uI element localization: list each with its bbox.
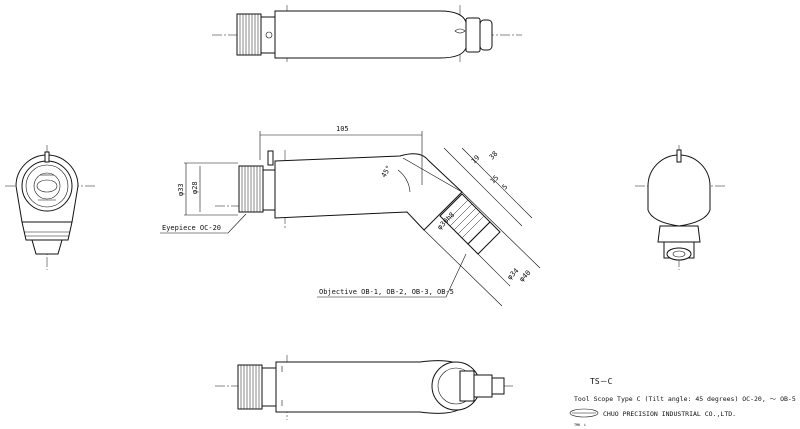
company-name: CHUO PRECISION INDUSTRIAL CO.,LTD. <box>603 410 736 418</box>
eyepiece-callout: Eyepiece OC-20 <box>162 224 221 232</box>
dim-38: 38 <box>488 150 500 162</box>
drawing-code: TMK i <box>574 423 586 427</box>
dim-d28: φ28 <box>191 181 199 194</box>
left-end-view <box>5 145 95 270</box>
top-view <box>212 5 522 62</box>
model-description: Tool Scope Type C (Tilt angle: 45 degree… <box>574 395 796 403</box>
dim-105: 105 <box>336 125 349 133</box>
company-logo <box>569 408 599 418</box>
dim-19: 19 <box>470 154 482 166</box>
title-block: TS－C Tool Scope Type C (Tilt angle: 45 d… <box>569 377 796 427</box>
bottom-view <box>215 355 515 420</box>
dim-15: 15 <box>489 174 501 186</box>
front-view: 105 φ33 φ28 45° 19 38 15 5 φ30h8 φ34 φ40… <box>160 125 541 307</box>
dim-5: 5 <box>501 183 510 192</box>
dim-d33: φ33 <box>177 183 185 196</box>
model-title: TS－C <box>590 377 613 386</box>
objective-callout: Objective OB-1, OB-2, OB-3, OB-5 <box>319 288 454 296</box>
right-end-view <box>635 145 725 270</box>
dim-d40: φ40 <box>518 269 533 284</box>
